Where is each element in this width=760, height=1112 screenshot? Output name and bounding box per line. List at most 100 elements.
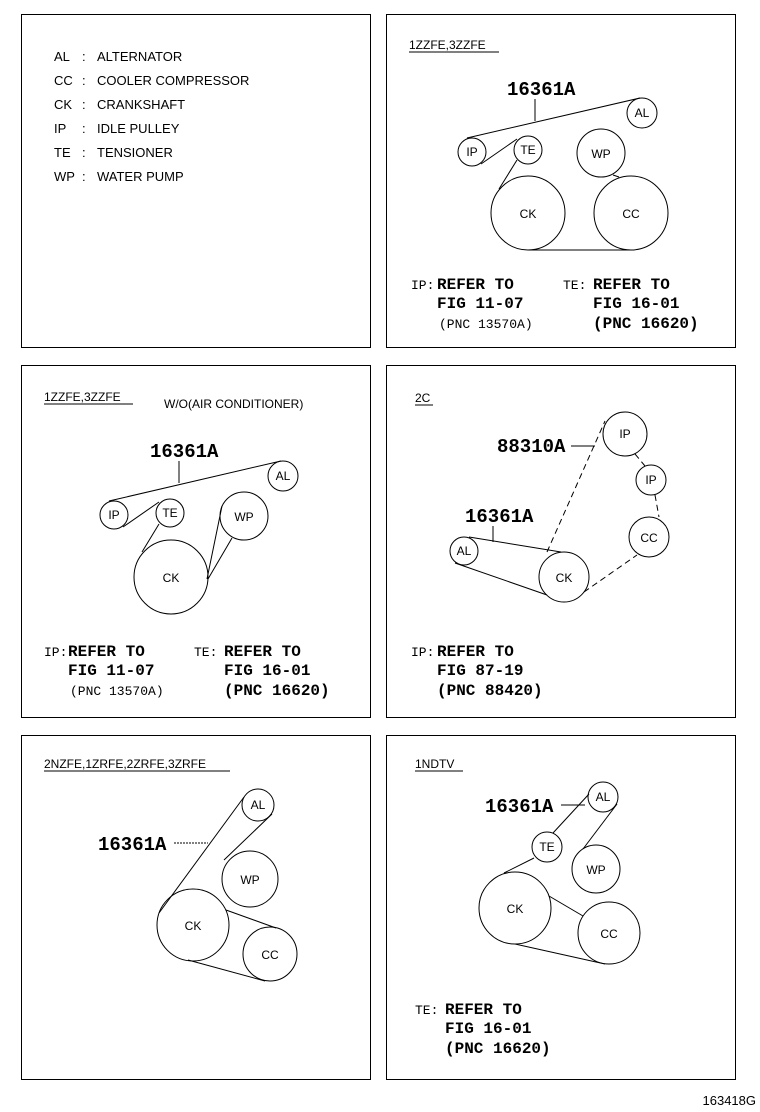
svg-text:(PNC 16620): (PNC 16620): [224, 682, 330, 700]
svg-text:(PNC 16620): (PNC 16620): [445, 1040, 551, 1058]
legend-svg: AL : ALTERNATOR CC : COOLER COMPRESSOR C…: [54, 49, 249, 184]
svg-text:(PNC 88420): (PNC 88420): [437, 682, 543, 700]
pulley-wp: [221, 850, 279, 908]
pulley-al: [587, 781, 619, 813]
pulley-label-ip: IP: [645, 473, 656, 487]
svg-text:REFER TO: REFER TO: [437, 276, 514, 294]
variant-note: W/O(AIR CONDITIONER): [164, 397, 303, 411]
ref-note-te: TE: REFER TO FIG 16-01 (PNC 16620): [194, 643, 330, 700]
pulley-label-al: AL: [276, 469, 291, 483]
part-number-belt: 16361A: [465, 506, 534, 528]
belt-diagram-1zzfe-no-ac: 1ZZFE,3ZZFE W/O(AIR CONDITIONER) 16361A …: [44, 390, 330, 700]
legend-sep: :: [82, 73, 86, 88]
legend-name-te: TENSIONER: [97, 145, 173, 160]
legend-code-ck: CK: [54, 97, 72, 112]
legend-code-te: TE: [54, 145, 71, 160]
pulley-al: [241, 788, 275, 822]
pulley-label-ck: CK: [507, 902, 524, 916]
pulley-label-ck: CK: [185, 919, 202, 933]
legend-sep: :: [82, 97, 86, 112]
legend-code-wp: WP: [54, 169, 75, 184]
ref-note-ip: IP: REFER TO FIG 11-07 (PNC 13570A): [411, 276, 533, 332]
svg-text:IP:: IP:: [411, 645, 434, 660]
pulley-label-wp: WP: [240, 873, 259, 887]
svg-text:REFER TO: REFER TO: [593, 276, 670, 294]
svg-text:FIG 87-19: FIG 87-19: [437, 662, 523, 680]
svg-text:REFER TO: REFER TO: [68, 643, 145, 661]
svg-text:(PNC 16620): (PNC 16620): [593, 315, 699, 333]
svg-text:REFER TO: REFER TO: [224, 643, 301, 661]
part-number-belt: 16361A: [507, 79, 576, 101]
svg-text:(PNC 13570A): (PNC 13570A): [439, 317, 533, 332]
svg-text:REFER TO: REFER TO: [445, 1001, 522, 1019]
part-number-belt: 16361A: [485, 796, 554, 818]
pulley-al: [267, 460, 299, 492]
part-number-belt: 16361A: [98, 834, 167, 856]
pulley-label-te: TE: [520, 143, 535, 157]
legend-sep: :: [82, 169, 86, 184]
part-number-ac-belt: 88310A: [497, 436, 566, 458]
ref-note-te: TE: REFER TO FIG 16-01 (PNC 16620): [563, 276, 699, 333]
engine-code: 1NDTV: [415, 757, 454, 771]
pulley-ip: [457, 137, 487, 167]
ref-note-ip: IP: REFER TO FIG 11-07 (PNC 13570A): [44, 643, 164, 699]
svg-text:IP:: IP:: [411, 278, 434, 293]
svg-text:FIG 16-01: FIG 16-01: [224, 662, 310, 680]
pulley-label-cc: CC: [622, 207, 640, 221]
svg-text:TE:: TE:: [563, 278, 586, 293]
pulley-wp: [571, 844, 621, 894]
pulley-label-al: AL: [251, 798, 266, 812]
legend-panel: AL : ALTERNATOR CC : COOLER COMPRESSOR C…: [21, 14, 371, 348]
pulley-label-al: AL: [457, 544, 472, 558]
svg-text:FIG 16-01: FIG 16-01: [445, 1020, 531, 1038]
svg-text:FIG 11-07: FIG 11-07: [68, 662, 154, 680]
pulley-label-ip: IP: [619, 427, 630, 441]
pulley-label-wp: WP: [591, 147, 610, 161]
engine-code: 1ZZFE,3ZZFE: [44, 390, 121, 404]
engine-code: 2C: [415, 391, 431, 405]
panel-1zzfe-ac: 1ZZFE,3ZZFE 16361A AL IP TE WP CK CC IP:: [386, 14, 736, 348]
pulley-label-te: TE: [539, 840, 554, 854]
svg-text:IP:: IP:: [44, 645, 67, 660]
svg-text:FIG 11-07: FIG 11-07: [437, 295, 523, 313]
pulley-label-ip: IP: [466, 145, 477, 159]
legend-code-ip: IP: [54, 121, 66, 136]
legend-name-al: ALTERNATOR: [97, 49, 182, 64]
pulley-te: [513, 135, 543, 165]
legend-code-cc: CC: [54, 73, 73, 88]
svg-text:REFER TO: REFER TO: [437, 643, 514, 661]
figure-number: 163418G: [702, 1093, 757, 1108]
pulley-cc: [577, 901, 641, 965]
pulley-cc: [242, 926, 298, 982]
pulley-label-te: TE: [162, 506, 177, 520]
pulley-ip-upper: [602, 411, 648, 457]
legend-sep: :: [82, 121, 86, 136]
legend-sep: :: [82, 145, 86, 160]
legend-sep: :: [82, 49, 86, 64]
svg-text:TE:: TE:: [194, 645, 217, 660]
pulley-te: [155, 498, 185, 528]
pulley-ck: [538, 551, 590, 603]
pulley-label-al: AL: [596, 790, 611, 804]
svg-text:(PNC 13570A): (PNC 13570A): [70, 684, 164, 699]
belt-diagram-2c: 2C 88310A 16361A IP IP CC AL CK IP:: [411, 391, 670, 700]
legend-name-wp: WATER PUMP: [97, 169, 184, 184]
pulley-cc: [628, 516, 670, 558]
panel-1zzfe-no-ac: 1ZZFE,3ZZFE W/O(AIR CONDITIONER) 16361A …: [21, 365, 371, 718]
belt-diagram-1ndtv: 1NDTV 16361A AL TE WP CK CC TE: REFER TO…: [415, 757, 641, 1058]
pulley-label-wp: WP: [234, 510, 253, 524]
svg-text:FIG 16-01: FIG 16-01: [593, 295, 679, 313]
pulley-label-ip: IP: [108, 508, 119, 522]
legend-name-ck: CRANKSHAFT: [97, 97, 185, 112]
engine-code: 2NZFE,1ZRFE,2ZRFE,3ZRFE: [44, 757, 206, 771]
belt-diagram-2nzfe: 2NZFE,1ZRFE,2ZRFE,3ZRFE 16361A AL WP CK …: [44, 757, 298, 982]
pulley-label-al: AL: [635, 106, 650, 120]
ref-note-te: TE: REFER TO FIG 16-01 (PNC 16620): [415, 1001, 551, 1058]
engine-code: 1ZZFE,3ZZFE: [409, 38, 486, 52]
belt-diagram-1zzfe-ac: 1ZZFE,3ZZFE 16361A AL IP TE WP CK CC IP:: [409, 38, 699, 333]
pulley-label-ck: CK: [556, 571, 573, 585]
panel-2nzfe: 2NZFE,1ZRFE,2ZRFE,3ZRFE 16361A AL WP CK …: [21, 735, 371, 1080]
svg-text:TE:: TE:: [415, 1003, 438, 1018]
pulley-te: [531, 831, 563, 863]
legend-name-ip: IDLE PULLEY: [97, 121, 180, 136]
